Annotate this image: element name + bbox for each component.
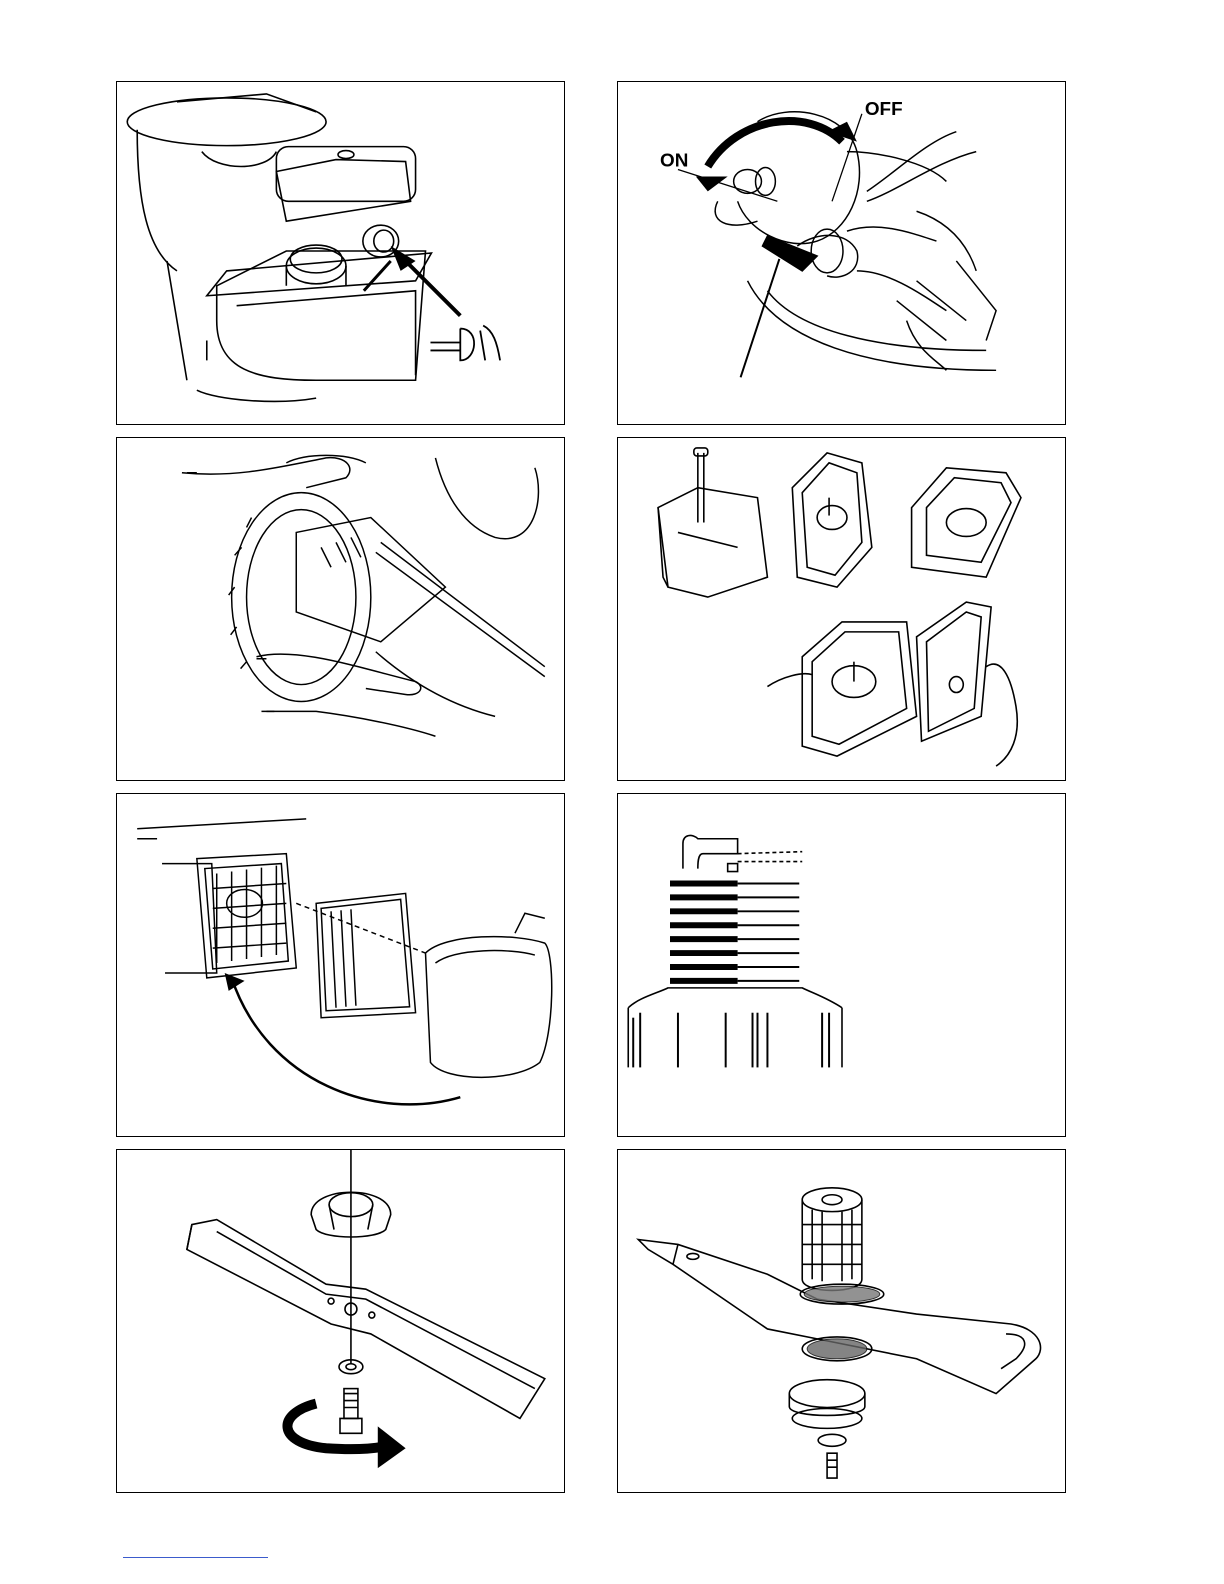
figure-air-filter-paper	[116, 793, 565, 1137]
figure-fuel-valve: ON OFF	[617, 81, 1066, 425]
figure-fuel-tank	[116, 81, 565, 425]
on-label: ON	[660, 151, 688, 172]
blade-bolt-drawing	[117, 1150, 564, 1492]
paper-filter-drawing	[117, 794, 564, 1136]
figure-tire-tool	[116, 437, 565, 781]
figure-blade-bolt	[116, 1149, 565, 1493]
figure-spark-plug	[617, 793, 1066, 1137]
off-label: OFF	[865, 99, 903, 120]
tire-tool-drawing	[117, 438, 564, 780]
fuel-valve-drawing: ON OFF	[618, 82, 1065, 424]
fuel-tank-drawing	[117, 82, 564, 424]
footer-link-underline	[123, 1557, 268, 1558]
foam-filter-drawing	[618, 438, 1065, 780]
spark-plug-drawing	[618, 794, 1065, 1136]
blade-adapter-drawing	[618, 1150, 1065, 1492]
figure-blade-adapter	[617, 1149, 1066, 1493]
figure-air-filter-foam	[617, 437, 1066, 781]
